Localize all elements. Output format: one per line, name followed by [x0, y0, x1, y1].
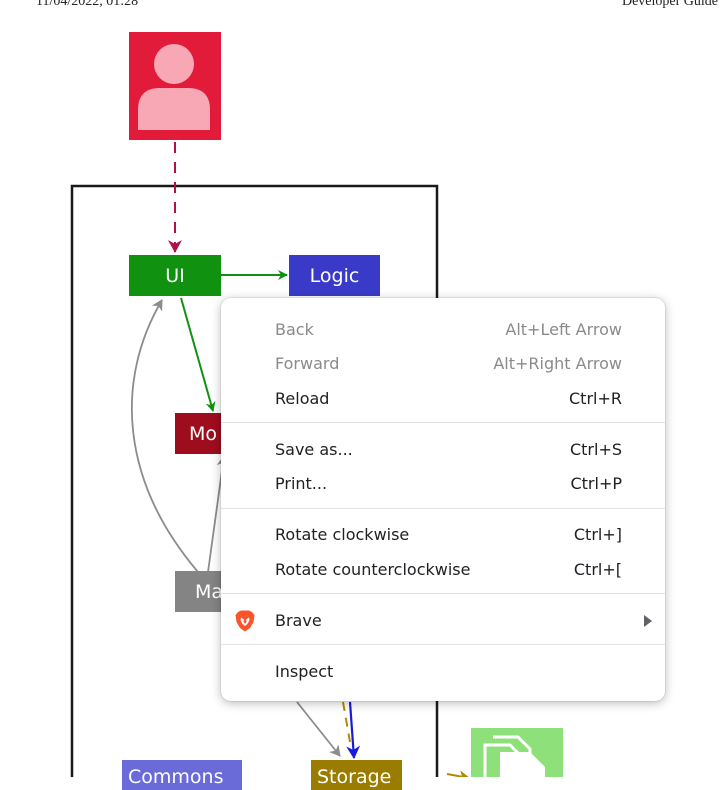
menu-separator [221, 422, 665, 423]
menu-item-label: Rotate counterclockwise [275, 560, 471, 579]
ui-component-box: UI [129, 255, 221, 296]
main-component-label: Ma [195, 580, 224, 603]
file-icon [471, 728, 563, 777]
menu-item-shortcut: Ctrl+[ [573, 560, 622, 579]
storage-to-file-arrow [446, 770, 470, 777]
menu-item-shortcut: Ctrl+S [569, 440, 622, 459]
menu-item-reload[interactable]: Reload Ctrl+R [221, 382, 665, 416]
menu-item-forward[interactable]: Forward Alt+Right Arrow [221, 347, 665, 381]
menu-item-back[interactable]: Back Alt+Left Arrow [221, 313, 665, 347]
menu-item-rotate-clockwise[interactable]: Rotate clockwise Ctrl+] [221, 518, 665, 552]
menu-item-shortcut: Ctrl+P [570, 474, 622, 493]
menu-item-label: Inspect [275, 662, 334, 681]
menu-item-label: Print... [275, 474, 328, 493]
page-header-datetime: 11/04/2022, 01:28 [36, 0, 139, 9]
menu-item-shortcut: Ctrl+R [569, 389, 622, 408]
commons-component-box: Commons [122, 760, 242, 790]
menu-item-shortcut: Alt+Right Arrow [493, 354, 622, 373]
menu-separator [221, 644, 665, 645]
user-icon [129, 32, 221, 140]
menu-item-brave[interactable]: Brave [221, 604, 665, 638]
logic-component-box: Logic [289, 255, 380, 296]
menu-item-label: Brave [275, 611, 322, 630]
page-header-title: Developer Guide [621, 0, 718, 9]
menu-separator [221, 593, 665, 594]
logic-to-storage-arrow [346, 701, 361, 759]
chevron-right-icon [644, 615, 652, 627]
menu-item-shortcut: Alt+Left Arrow [505, 320, 622, 339]
model-component-label: Mo [189, 422, 218, 445]
brave-lion-icon [235, 610, 255, 632]
menu-item-shortcut: Ctrl+] [573, 525, 622, 544]
model-to-storage-dashed-arrow [342, 701, 351, 743]
ui-to-model-arrow [180, 297, 216, 412]
main-to-storage-arrow [296, 701, 341, 757]
storage-component-label: Storage [317, 766, 392, 788]
ui-component-label: UI [165, 264, 185, 287]
menu-item-label: Reload [275, 389, 330, 408]
menu-separator [221, 508, 665, 509]
menu-item-label: Save as... [275, 440, 353, 459]
context-menu: Back Alt+Left Arrow Forward Alt+Right Ar… [221, 298, 665, 701]
logic-component-label: Logic [309, 264, 360, 287]
menu-item-print[interactable]: Print... Ctrl+P [221, 467, 665, 501]
menu-item-rotate-counterclockwise[interactable]: Rotate counterclockwise Ctrl+[ [221, 553, 665, 587]
storage-component-box: Storage [311, 760, 402, 790]
menu-item-label: Forward [275, 354, 340, 373]
menu-item-inspect[interactable]: Inspect [221, 655, 665, 689]
main-to-ui-arrow [131, 299, 199, 573]
commons-component-label: Commons [128, 766, 224, 788]
menu-item-label: Back [275, 320, 314, 339]
menu-item-save-as[interactable]: Save as... Ctrl+S [221, 433, 665, 467]
menu-item-label: Rotate clockwise [275, 525, 410, 544]
